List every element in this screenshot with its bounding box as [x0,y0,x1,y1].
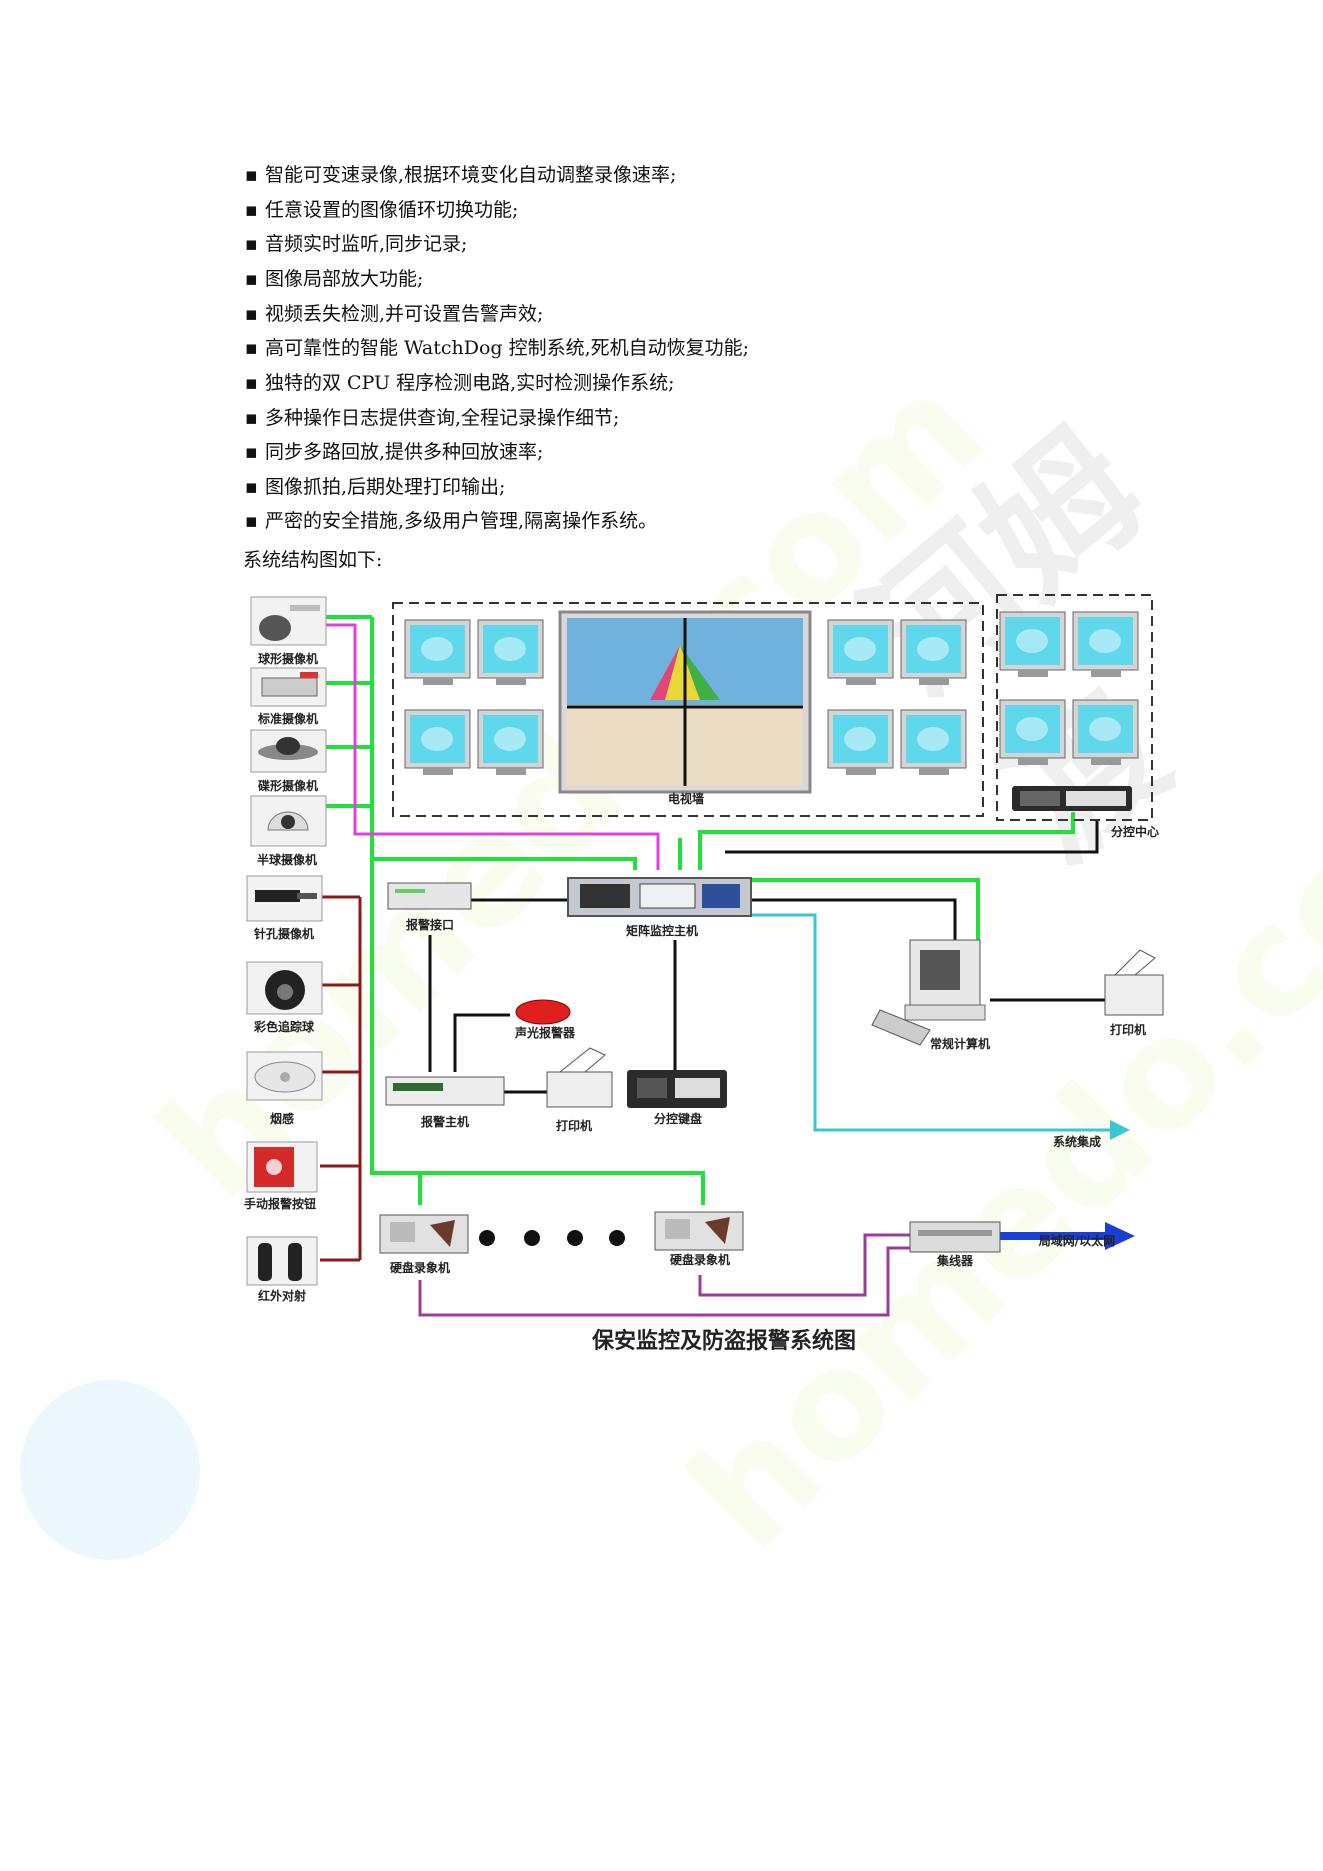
label-dvr-right: 硬盘录象机 [670,1252,730,1267]
label-printer: 打印机 [556,1118,592,1133]
wire-green-video [326,615,1075,1205]
list-item: ▪多种操作日志提供查询,全程记录操作细节; [245,407,620,429]
monitor-icon [477,619,544,685]
diagram-title: 保安监控及防盗报警系统图 [591,1328,856,1354]
label-pc: 常规计算机 [930,1036,990,1051]
monitor-icon [404,619,471,685]
monitor-icon [827,709,894,775]
label-dome-camera: 球形摄像机 [258,651,318,666]
label-half-dome-camera: 半球摄像机 [257,852,317,867]
label-tv-wall: 电视墙 [668,791,704,806]
wire-purple [418,1233,910,1317]
arrow-cyan-head [1110,1120,1130,1140]
list-item: ▪智能可变速录像,根据环境变化自动调整录像速率; [245,164,677,186]
pc-icon [871,939,986,1046]
label-pinhole-camera: 针孔摄像机 [254,926,314,941]
arrow-blue-head [1105,1222,1135,1250]
label-disc-camera: 碟形摄像机 [258,778,318,793]
list-item: ▪高可靠性的智能 WatchDog 控制系统,死机自动恢复功能; [245,337,750,359]
label-matrix: 矩阵监控主机 [625,923,698,938]
label-standard-camera: 标准摄像机 [257,711,318,726]
tv-wall-screen [558,610,812,794]
wire-black [428,820,1105,1094]
monitor-icon [999,699,1066,765]
wire-darkred-sensor [320,895,362,1262]
wire-magenta [326,623,660,870]
ellipsis-dots [479,1230,625,1246]
tv-wall-frame [392,602,984,817]
wire-cyan [750,913,1110,1132]
list-item: ▪图像局部放大功能; [245,268,424,290]
label-manual-alarm-button: 手动报警按钮 [244,1196,316,1211]
printer-icon [546,1047,613,1108]
monitor-icon [477,709,544,775]
sub-control-keyboard-icon [1012,786,1132,811]
label-hub: 集线器 [936,1253,974,1268]
label-integration: 系统集成 [1053,1134,1101,1149]
intro-text: 系统结构图如下: [243,549,383,571]
alarm-interface-icon [387,882,472,910]
alarm-host-icon [385,1076,505,1106]
camera-column [246,596,327,1286]
label-lan: 局域网/以太网 [1039,1233,1115,1248]
list-item: ▪严密的安全措施,多级用户管理,隔离操作系统。 [245,510,658,532]
hub-icon [909,1221,1001,1253]
list-item: ▪独特的双 CPU 程序检测电路,实时检测操作系统; [245,372,675,394]
monitor-icon [404,709,471,775]
list-item: ▪音频实时监听,同步记录; [245,233,468,255]
label-sub-control: 分控中心 [1111,824,1159,839]
label-smoke-detector: 烟感 [270,1111,294,1126]
sub-control-frame [996,594,1153,821]
label-alarm-interface: 报警接口 [406,917,454,932]
monitor-icon [900,619,967,685]
monitor-icon [1072,611,1139,677]
sound-light-alarm-icon [515,999,571,1025]
monitor-icon [999,611,1066,677]
list-item: ▪任意设置的图像循环切换功能; [245,199,519,221]
list-item: ▪同步多路回放,提供多种回放速率; [245,441,544,463]
monitor-group [404,611,1139,775]
label-alarm-host: 报警主机 [421,1114,469,1129]
monitor-icon [900,709,967,775]
label-color-tracking-ball: 彩色追踪球 [253,1019,315,1034]
printer-right-icon [1104,949,1164,1016]
dvr-left-icon [379,1214,469,1254]
label-infrared-beam: 红外对射 [258,1288,306,1303]
label-printer-right: 打印机 [1110,1022,1146,1037]
wire-layer [320,615,1135,1317]
label-keyboard: 分控键盘 [654,1111,702,1126]
monitor-icon [1072,699,1139,765]
list-item: ▪图像抓拍,后期处理打印输出; [245,476,506,498]
label-dvr-left: 硬盘录象机 [390,1260,450,1275]
monitor-icon [827,619,894,685]
infrared-beam-icon [246,1236,318,1286]
keyboard-icon [627,1070,727,1108]
list-item: ▪视频丢失检测,并可设置告警声效; [245,303,544,325]
arrow-blue-shaft [1000,1232,1110,1240]
matrix-host-icon [567,877,752,917]
dvr-right-icon [654,1211,744,1251]
label-sound-light-alarm: 声光报警器 [514,1025,576,1040]
